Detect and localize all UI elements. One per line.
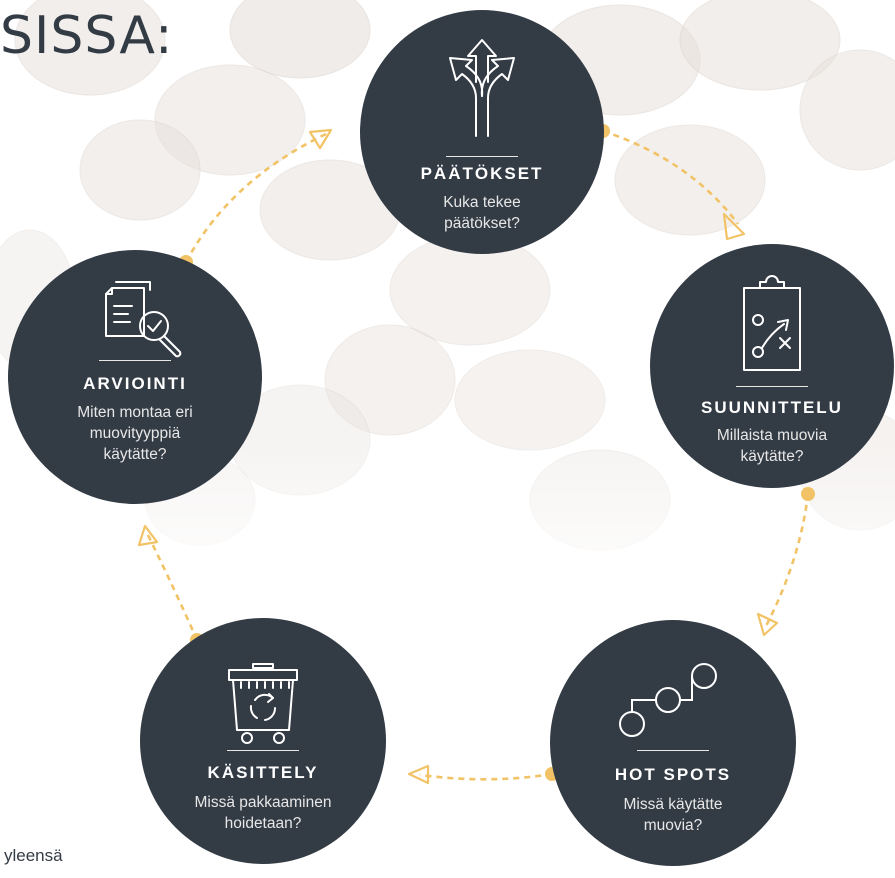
- divider: [446, 156, 518, 157]
- step-title: PÄÄTÖKSET: [420, 164, 544, 183]
- clipboard-plan-icon: [743, 275, 801, 371]
- step-kasittely: KÄSITTELY Missä pakkaaminen hoidetaan?: [140, 618, 386, 864]
- step-hotspots: HOT SPOTS Missä käytätte muovia?: [550, 620, 796, 866]
- recycling-bin-icon: [228, 663, 298, 744]
- branching-arrows-icon: [449, 39, 515, 137]
- section-heading: SISSA:: [0, 6, 174, 66]
- step-question: Missä käytätte muovia?: [623, 796, 723, 834]
- step-title: HOT SPOTS: [614, 765, 732, 784]
- step-question: Miten montaa eri muovityyppiä käytätte?: [77, 404, 193, 463]
- step-paatokset: PÄÄTÖKSET Kuka tekee päätökset?: [360, 10, 604, 254]
- step-suunnittelu: SUUNNITTELU Millaista muovia käytätte?: [650, 244, 894, 488]
- connected-nodes-icon: [619, 663, 717, 737]
- step-title: SUUNNITTELU: [701, 398, 843, 417]
- step-arviointi: ARVIOINTI Miten montaa eri muovityyppiä …: [8, 250, 262, 504]
- document-magnifier-icon: [105, 281, 182, 358]
- footer-text: yleensä: [4, 846, 63, 865]
- step-title: KÄSITTELY: [207, 763, 319, 782]
- step-question: Kuka tekee päätökset?: [443, 194, 521, 232]
- divider: [99, 360, 171, 361]
- divider: [736, 386, 808, 387]
- step-question: Millaista muovia käytätte?: [716, 427, 828, 465]
- divider: [227, 750, 299, 751]
- step-question: Missä pakkaaminen hoidetaan?: [194, 794, 332, 832]
- step-title: ARVIOINTI: [83, 374, 187, 393]
- divider: [637, 750, 709, 751]
